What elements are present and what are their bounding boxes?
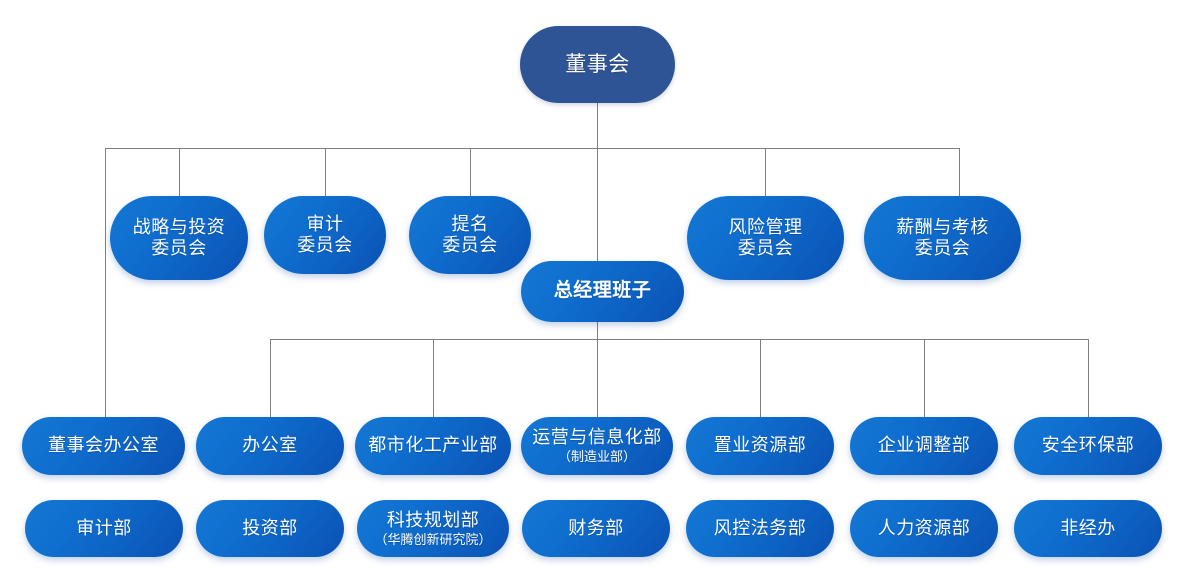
- node-label: 科技规划部: [386, 509, 480, 530]
- node-label-line2: 委员会: [737, 238, 794, 258]
- node-label-line1: 薪酬与考核: [896, 216, 989, 237]
- node-enterprise-restructuring-dept[interactable]: 企业调整部: [850, 417, 998, 475]
- node-label: 办公室: [242, 435, 298, 456]
- node-investment-dept[interactable]: 投资部: [196, 500, 344, 557]
- connector-committee-drop-1: [179, 148, 180, 198]
- node-strategy-investment-committee[interactable]: 战略与投资 委员会: [110, 196, 248, 280]
- node-label: 都市化工产业部: [368, 435, 498, 456]
- connector-committee-drop-2: [325, 148, 326, 198]
- node-label: 非经办: [1060, 517, 1116, 538]
- connector-committee-drop-3: [470, 148, 471, 198]
- node-label-line1: 风险管理: [728, 216, 803, 237]
- node-label: 董事会: [565, 52, 630, 77]
- node-label: 董事会办公室: [48, 435, 159, 456]
- node-safety-environmental-dept[interactable]: 安全环保部: [1014, 417, 1162, 475]
- connector-department-drop-4: [760, 339, 761, 417]
- connector-gm-vertical: [597, 322, 598, 340]
- connector-department-drop-6: [1088, 339, 1089, 417]
- node-nomination-committee[interactable]: 提名 委员会: [409, 196, 531, 274]
- node-label: 审计部: [76, 517, 132, 538]
- node-technology-planning-dept[interactable]: 科技规划部 （华腾创新研究院）: [357, 500, 509, 557]
- connector-department-drop-3: [597, 339, 598, 417]
- connector-department-drop-5: [924, 339, 925, 417]
- node-label: 置业资源部: [713, 435, 807, 456]
- node-compensation-assessment-committee[interactable]: 薪酬与考核 委员会: [864, 196, 1021, 280]
- connector-committee-drop-5: [959, 148, 960, 198]
- connector-committee-drop-4: [765, 148, 766, 198]
- node-general-manager-team[interactable]: 总经理班子: [521, 261, 684, 322]
- node-non-operating-office[interactable]: 非经办: [1014, 500, 1162, 557]
- node-label: 总经理班子: [553, 280, 652, 302]
- connector-department-bus: [270, 339, 1089, 340]
- node-audit-committee[interactable]: 审计 委员会: [264, 196, 386, 274]
- node-board-of-directors[interactable]: 董事会: [520, 26, 675, 103]
- node-board-office[interactable]: 董事会办公室: [22, 417, 185, 475]
- node-property-resources-dept[interactable]: 置业资源部: [686, 417, 834, 475]
- node-label: 人力资源部: [877, 517, 971, 538]
- node-sublabel: （华腾创新研究院）: [374, 531, 492, 547]
- node-label: 风控法务部: [713, 517, 807, 538]
- node-urban-chemical-industry-dept[interactable]: 都市化工产业部: [355, 417, 511, 475]
- node-risk-control-legal-dept[interactable]: 风控法务部: [686, 500, 834, 557]
- node-label: 财务部: [568, 517, 624, 538]
- node-audit-dept[interactable]: 审计部: [25, 500, 183, 557]
- node-label-line2: 委员会: [442, 235, 498, 255]
- node-label-line2: 委员会: [297, 235, 353, 255]
- node-label: 运营与信息化部: [532, 427, 662, 448]
- node-sublabel: （制造业部）: [557, 449, 636, 465]
- node-label: 企业调整部: [877, 435, 971, 456]
- node-finance-dept[interactable]: 财务部: [522, 500, 670, 557]
- connector-department-drop-2: [433, 339, 434, 417]
- node-label: 安全环保部: [1041, 435, 1135, 456]
- node-operations-informatization-dept[interactable]: 运营与信息化部 （制造业部）: [521, 417, 673, 475]
- connector-committee-bus: [105, 148, 960, 149]
- node-label-line1: 战略与投资: [132, 216, 226, 237]
- node-label-line1: 审计: [306, 213, 344, 234]
- node-label-line2: 委员会: [914, 238, 971, 258]
- connector-board-office-spine: [105, 148, 106, 417]
- connector-department-drop-1: [270, 339, 271, 417]
- node-label-line2: 委员会: [151, 238, 207, 258]
- node-human-resources-dept[interactable]: 人力资源部: [850, 500, 998, 557]
- connector-root-vertical: [597, 103, 598, 290]
- node-risk-management-committee[interactable]: 风险管理 委员会: [687, 196, 844, 280]
- node-label: 投资部: [242, 517, 298, 538]
- node-office[interactable]: 办公室: [196, 417, 344, 475]
- node-label-line1: 提名: [451, 213, 489, 234]
